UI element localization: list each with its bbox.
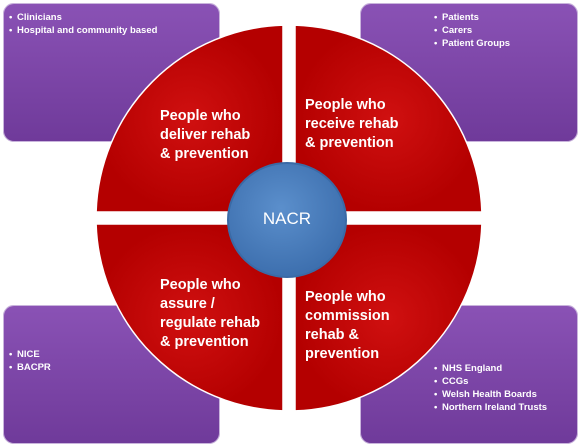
list-item: Welsh Health Boards [434, 388, 579, 401]
list-item: NHS England [434, 362, 579, 375]
corner-box-list: NHS England CCGs Welsh Health Boards Nor… [434, 362, 579, 414]
quadrant-label-line: People who [160, 277, 241, 293]
quadrant-label-line: assure / [160, 296, 215, 312]
list-item: Patient Groups [434, 37, 574, 50]
list-item: Clinicians [9, 11, 169, 24]
list-item: Carers [434, 24, 574, 37]
quadrant-label-line: People who [305, 289, 386, 305]
quadrant-label-line: deliver rehab [160, 127, 251, 143]
quadrant-label-line: rehab & [305, 327, 359, 343]
center-circle [227, 162, 347, 278]
center-label: NACR [262, 209, 312, 228]
quadrant-label-line: commission [305, 308, 390, 324]
list-item: NICE [9, 348, 169, 361]
list-item: Patients [434, 11, 574, 24]
quadrant-top-left [95, 24, 284, 213]
quadrant-label-line: People who [160, 108, 241, 124]
quadrant-label-line: prevention [305, 346, 380, 362]
quadrant-label-line: receive rehab [305, 116, 399, 132]
quadrant-label-deliver: People who deliver rehab & prevention [160, 107, 280, 164]
quadrant-top-right [294, 24, 483, 213]
quadrant-label-line: & prevention [160, 146, 249, 162]
quadrant-label-commission: People who commission rehab & prevention [305, 288, 425, 364]
list-item: BACPR [9, 361, 169, 374]
list-item: Northern Ireland Trusts [434, 401, 579, 414]
quadrant-label-receive: People who receive rehab & prevention [305, 96, 425, 153]
corner-box-list: Patients Carers Patient Groups [434, 11, 574, 50]
quadrant-label-assure: People who assure / regulate rehab & pre… [160, 276, 285, 352]
list-item: CCGs [434, 375, 579, 388]
quadrant-bottom-left [95, 223, 284, 412]
corner-box-list: NICE BACPR [9, 348, 169, 374]
quadrant-label-line: People who [305, 97, 386, 113]
quadrant-bottom-right [294, 223, 483, 412]
corner-box-list: Clinicians Hospital and community based [9, 11, 169, 37]
quadrant-label-line: & prevention [160, 334, 249, 350]
quadrant-label-line: & prevention [305, 135, 394, 151]
quadrant-label-line: regulate rehab [160, 315, 260, 331]
list-item: Hospital and community based [9, 24, 169, 37]
